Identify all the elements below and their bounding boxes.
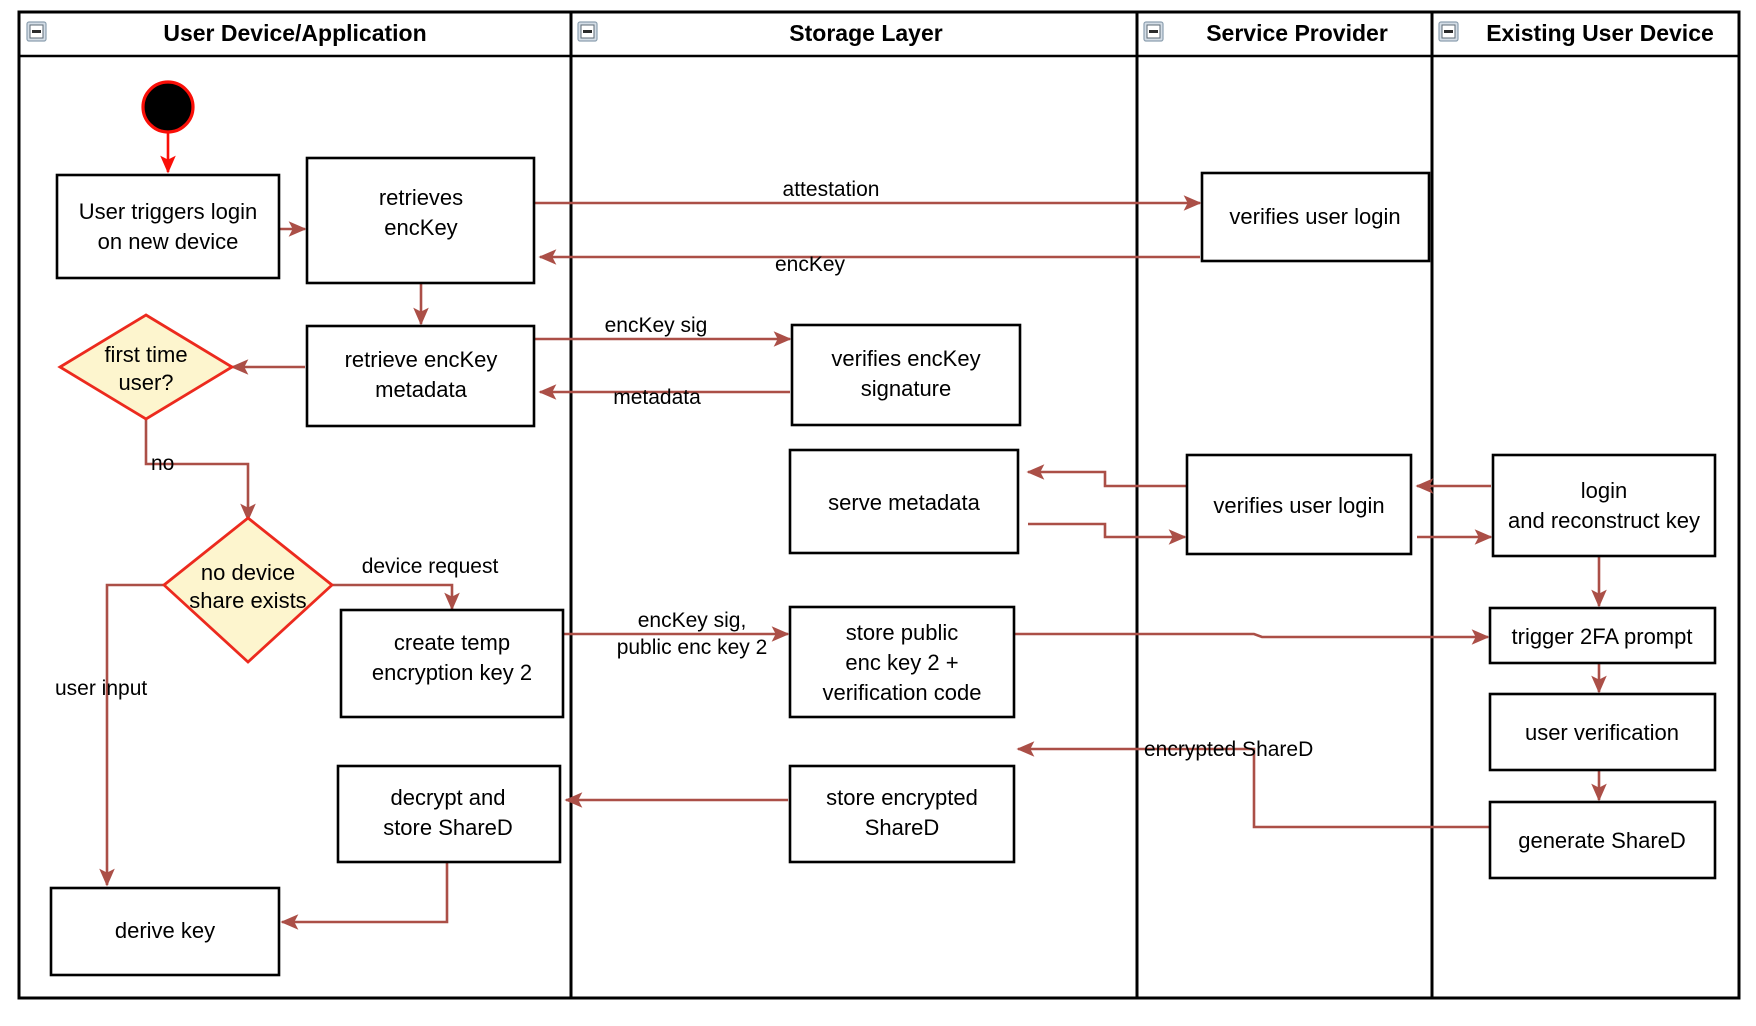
lane-header-existing-user-device[interactable]: Existing User Device — [1438, 20, 1714, 46]
activity-retrieve-enckey-metadata[interactable]: retrieve encKey metadata — [305, 324, 536, 428]
lane-header-user-device[interactable]: User Device/Application — [26, 20, 427, 46]
activity-label-line1: verifies encKey — [831, 346, 980, 371]
activity-label-line1: verifies user login — [1213, 493, 1384, 518]
activity-serve-metadata[interactable]: serve metadata — [788, 448, 1020, 555]
decision-first-time-user[interactable]: first time user? — [57, 313, 235, 421]
flow-no — [144, 415, 256, 522]
activity-label-line1: retrieve encKey — [345, 347, 498, 372]
activity-label-line2: enc key 2 + — [845, 650, 958, 675]
flow-decrypt-to-derive — [280, 862, 449, 930]
edge-label-user-input: user input — [55, 677, 147, 700]
activity-label-line2: ShareD — [865, 815, 940, 840]
activity-verifies-user-login-top[interactable]: verifies user login — [1200, 171, 1431, 263]
flow-serve-metadata-to-sp — [1028, 522, 1187, 545]
activity-create-temp-encryption-key-2[interactable]: create temp encryption key 2 — [339, 608, 565, 719]
flow-device-request — [332, 583, 460, 611]
decision-label-line1: first time — [104, 342, 187, 367]
activity-label-line1: retrieves — [379, 185, 463, 210]
activity-label-line1: login — [1581, 478, 1627, 503]
activity-label-line1: decrypt and — [391, 785, 506, 810]
lane-title-user-device: User Device/Application — [163, 20, 426, 46]
activity-label-line1: trigger 2FA prompt — [1512, 624, 1693, 649]
edge-label-no: no — [151, 452, 174, 475]
activity-label-line2: signature — [861, 376, 952, 401]
activity-label-line2: on new device — [98, 229, 239, 254]
activity-label-line1: derive key — [115, 918, 215, 943]
flow-user-input — [99, 583, 164, 887]
activity-label-line2: metadata — [375, 377, 467, 402]
lane-header-service-provider[interactable]: Service Provider — [1143, 20, 1388, 46]
activity-derive-key[interactable]: derive key — [49, 886, 281, 977]
initial-node — [141, 80, 195, 134]
activity-label-line3: verification code — [823, 680, 982, 705]
flow-encrypted-shared — [1016, 741, 1494, 829]
activity-retrieves-enckey[interactable]: retrieves encKey — [305, 156, 536, 285]
activity-label-line1: user verification — [1525, 720, 1679, 745]
activity-verifies-user-login-mid[interactable]: verifies user login — [1185, 453, 1413, 556]
edge-label-enckey-sig-public-line2: public enc key 2 — [617, 636, 768, 659]
edge-label-encrypted-shared: encrypted ShareD — [1144, 738, 1313, 761]
activity-label-line1: verifies user login — [1229, 204, 1400, 229]
activity-login-and-reconstruct-key[interactable]: login and reconstruct key — [1491, 453, 1717, 558]
decision-label-line2: user? — [118, 370, 173, 395]
activity-trigger-2fa-prompt[interactable]: trigger 2FA prompt — [1488, 606, 1717, 665]
activity-label-line2: store ShareD — [383, 815, 513, 840]
activity-label-line2: and reconstruct key — [1508, 508, 1700, 533]
activity-store-public-enc-key-2[interactable]: store public enc key 2 + verification co… — [788, 605, 1016, 719]
activity-verifies-enckey-signature[interactable]: verifies encKey signature — [790, 323, 1022, 427]
decision-label-line1: no device — [201, 560, 295, 585]
lane-title-service-provider: Service Provider — [1206, 20, 1388, 46]
activity-user-verification[interactable]: user verification — [1488, 692, 1717, 772]
collapse-minus-icon[interactable] — [1143, 21, 1164, 42]
collapse-minus-icon[interactable] — [1438, 21, 1459, 42]
decision-label-line2: share exists — [189, 588, 306, 613]
activity-label-line2: encKey — [384, 215, 457, 240]
activity-user-triggers-login[interactable]: User triggers login on new device — [55, 173, 281, 280]
lane-title-existing-user-device: Existing User Device — [1486, 20, 1714, 46]
edge-label-device-request: device request — [362, 555, 499, 578]
edge-label-enckey: encKey — [775, 253, 846, 276]
activity-label-line1: serve metadata — [828, 490, 980, 515]
activity-label-line1: generate ShareD — [1518, 828, 1686, 853]
collapse-minus-icon[interactable] — [26, 21, 47, 42]
activity-label-line1: store encrypted — [826, 785, 978, 810]
edge-label-attestation: attestation — [783, 178, 880, 201]
edge-label-enckey-sig: encKey sig — [605, 314, 708, 337]
lane-title-storage-layer: Storage Layer — [789, 20, 942, 46]
collapse-minus-icon[interactable] — [577, 21, 598, 42]
activity-store-encrypted-shared[interactable]: store encrypted ShareD — [788, 764, 1016, 864]
lane-header-storage-layer[interactable]: Storage Layer — [577, 20, 943, 46]
activity-label-line1: create temp — [394, 630, 510, 655]
edge-label-enckey-sig-public-line1: encKey sig, — [638, 609, 747, 632]
decision-no-device-share-exists[interactable]: no device share exists — [161, 516, 335, 664]
flow-sp-to-serve-metadata — [1026, 464, 1190, 488]
activity-decrypt-and-store-shared[interactable]: decrypt and store ShareD — [336, 764, 562, 864]
edge-label-metadata: metadata — [613, 386, 701, 409]
flow-store-to-2fa — [1014, 629, 1490, 645]
activity-label-line1: store public — [846, 620, 959, 645]
activity-generate-shared[interactable]: generate ShareD — [1488, 800, 1717, 880]
activity-label-line2: encryption key 2 — [372, 660, 532, 685]
activity-label-line1: User triggers login — [79, 199, 258, 224]
